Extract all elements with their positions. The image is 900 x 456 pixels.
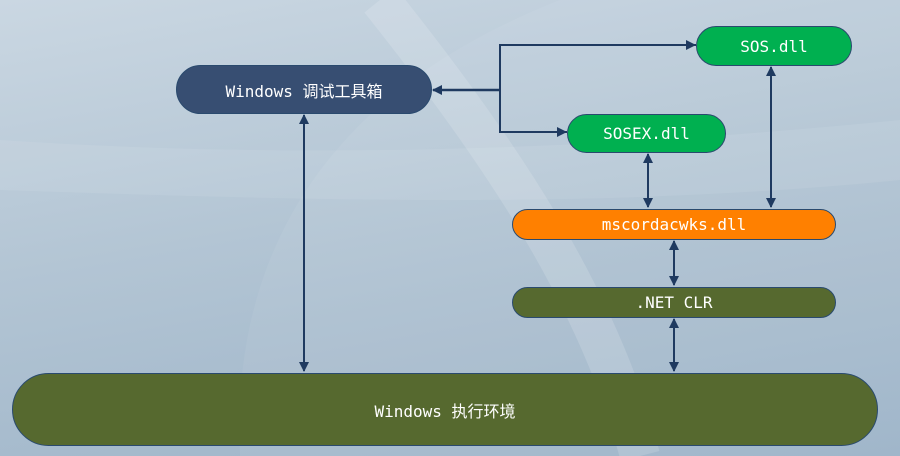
node-label: .NET CLR	[635, 293, 713, 312]
node-label: mscordacwks.dll	[601, 215, 747, 234]
node-label: SOSEX.dll	[603, 124, 690, 143]
node-label: Windows 执行环境	[374, 401, 516, 421]
node-windows-exec-env: Windows 执行环境	[12, 373, 878, 446]
node-dotnet-clr: .NET CLR	[512, 287, 836, 318]
node-mscordacwks-dll: mscordacwks.dll	[512, 209, 836, 240]
node-label: Windows 调试工具箱	[225, 81, 383, 101]
node-debug-tools: Windows 调试工具箱	[176, 65, 432, 114]
node-sosex-dll: SOSEX.dll	[567, 114, 726, 153]
node-label: SOS.dll	[740, 36, 808, 56]
node-sos-dll: SOS.dll	[696, 26, 852, 66]
